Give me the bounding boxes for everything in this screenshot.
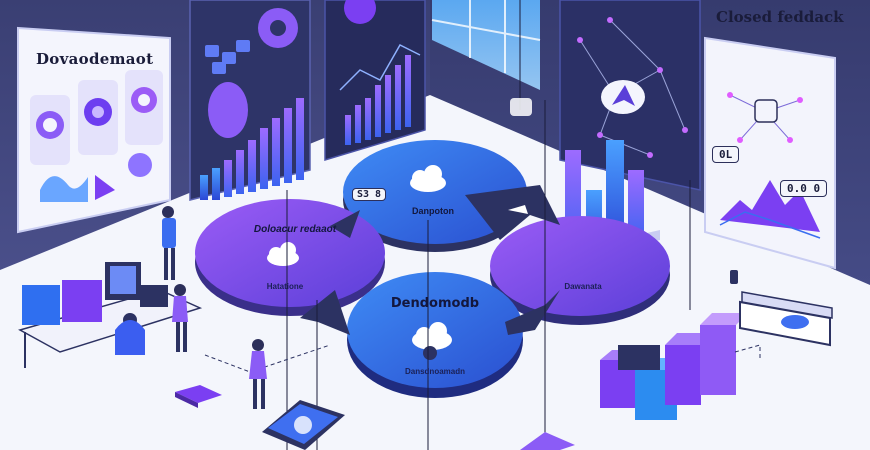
bottom-tile (262, 400, 345, 450)
center-node-title: Dendomodb (390, 296, 480, 311)
window-frame (431, 0, 541, 73)
floor-pad (175, 385, 222, 408)
metric-badge: 0L (712, 146, 740, 163)
cube-chart (600, 313, 748, 420)
mid-left-chart-panel (189, 0, 311, 201)
metric-badge: 0.0 0 (780, 180, 828, 197)
left-dashboard-panel (17, 26, 171, 234)
right-node-subtitle: Dawanata (564, 282, 602, 291)
cloud-icon (410, 165, 446, 192)
app-icon (510, 98, 532, 116)
center-node-subtitle: Dansdnoamadn (404, 367, 465, 376)
left-node-subtitle: Hatatione (266, 282, 304, 291)
center-chart-panel (324, 0, 426, 162)
bottom-purple-tile (520, 432, 575, 450)
arrow-highlight (508, 205, 528, 214)
person-standing (162, 206, 176, 280)
loop-arrows (300, 185, 560, 335)
device-icon (730, 270, 738, 284)
left-node-title: Doloacur redaaot (253, 224, 337, 235)
right-panel-title: Closed feddack (716, 8, 844, 26)
card-stack (739, 291, 833, 347)
workstation (18, 262, 203, 368)
left-panel-title: Dovaodemaot (36, 50, 153, 68)
loop-top-piece (343, 140, 527, 252)
window (432, 0, 540, 90)
right-network-panel (559, 0, 701, 191)
right-feedback-panel (704, 36, 836, 270)
bar-group (200, 98, 304, 200)
cloud-icon (267, 242, 299, 266)
top-node-label: Danpoton (412, 206, 454, 216)
person-walking (249, 339, 267, 409)
loop-right-piece (490, 216, 670, 325)
person-standing (172, 284, 188, 352)
dashed-connectors (204, 344, 761, 373)
top-node-badge: S3 8 (352, 188, 387, 201)
